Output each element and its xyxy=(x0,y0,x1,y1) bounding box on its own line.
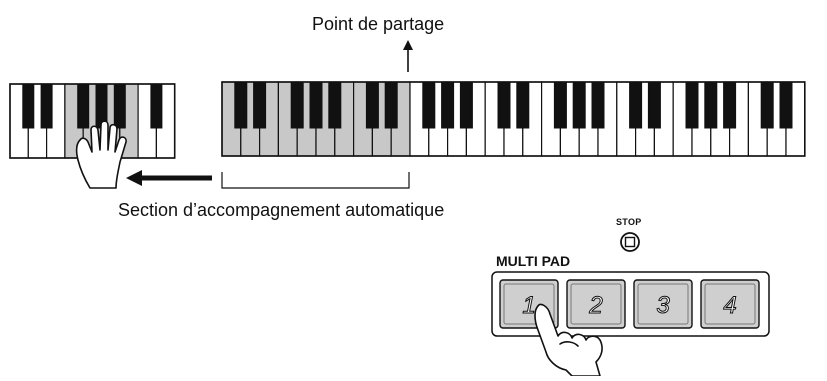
black-key xyxy=(704,81,718,129)
black-key xyxy=(516,81,530,129)
black-key xyxy=(572,81,586,129)
pressing-hand-icon xyxy=(534,303,603,377)
multi-pad-panel xyxy=(491,271,770,337)
black-key xyxy=(234,81,248,129)
black-key xyxy=(779,81,793,129)
pad-inner-rim xyxy=(503,283,555,325)
black-key xyxy=(309,81,323,129)
pad-inner-rim xyxy=(637,283,689,325)
pad-number: 2 xyxy=(588,292,602,319)
multi-pad-3-button[interactable]: 3 xyxy=(633,279,693,329)
pad-number: 4 xyxy=(723,292,736,319)
pad-number: 3 xyxy=(656,292,670,319)
pad-face[interactable] xyxy=(566,279,626,329)
stop-label: STOP xyxy=(616,217,642,227)
black-key xyxy=(553,81,567,129)
black-key xyxy=(497,81,511,129)
black-key xyxy=(685,81,699,129)
split-point-arrow xyxy=(403,40,413,72)
multi-pad-buttons: 1 2 3 4 xyxy=(499,279,760,329)
multi-pad-2-button[interactable]: 2 xyxy=(566,279,626,329)
black-key xyxy=(77,83,90,129)
black-key xyxy=(384,81,398,129)
black-key xyxy=(760,81,774,129)
black-key xyxy=(422,81,436,129)
pad-face[interactable] xyxy=(700,279,760,329)
black-key xyxy=(723,81,737,129)
stop-button[interactable] xyxy=(620,232,640,252)
multi-pad-label: MULTI PAD xyxy=(496,253,571,269)
black-key xyxy=(328,81,342,129)
black-key xyxy=(253,81,267,129)
pad-number: 1 xyxy=(522,292,535,319)
black-key xyxy=(591,81,605,129)
black-key xyxy=(290,81,304,129)
black-key xyxy=(459,81,473,129)
left-arrow xyxy=(126,170,212,186)
black-key xyxy=(629,81,643,129)
pad-face[interactable] xyxy=(633,279,693,329)
keyboard-outline xyxy=(221,81,806,157)
left-hand-icon xyxy=(75,120,127,189)
accompaniment-bracket xyxy=(221,172,410,189)
black-key xyxy=(365,81,379,129)
black-key xyxy=(441,81,455,129)
pad-inner-rim xyxy=(570,283,622,325)
black-key xyxy=(150,83,163,129)
pad-inner-rim xyxy=(704,283,756,325)
main-keyboard xyxy=(221,81,806,157)
multi-pad-4-button[interactable]: 4 xyxy=(700,279,760,329)
accompaniment-section-label: Section d’accompagnement automatique xyxy=(118,200,445,220)
split-point-label: Point de partage xyxy=(312,14,445,34)
black-key xyxy=(113,83,126,129)
black-key xyxy=(40,83,53,129)
black-key xyxy=(647,81,661,129)
black-key xyxy=(22,83,35,129)
